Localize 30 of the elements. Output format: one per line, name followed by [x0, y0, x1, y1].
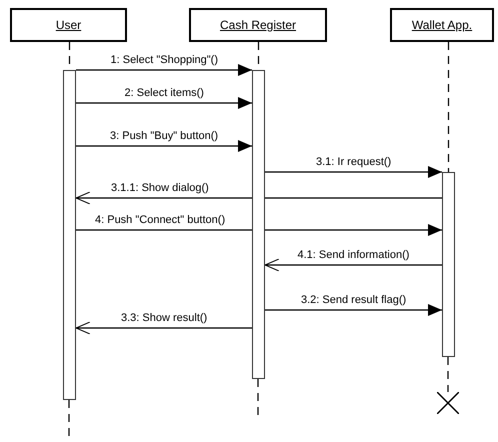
message-label: 1: Select "Shopping"()	[110, 54, 219, 67]
participant-box	[10, 8, 127, 42]
message-label: 3.1.1: Show dialog()	[110, 182, 210, 195]
message-label: 4.1: Send information()	[296, 249, 410, 262]
participant-name: Cash Register	[220, 18, 296, 32]
participant-box	[390, 8, 494, 42]
activation-bar	[252, 70, 265, 379]
lifeline	[447, 357, 449, 392]
participant-name: User	[56, 18, 82, 32]
message-label: 3: Push "Buy" button()	[109, 130, 220, 143]
message-label: 3.2: Send result flag()	[300, 294, 408, 307]
message-label: 2: Select items()	[124, 87, 205, 100]
message-label: 3.1: Ir request()	[315, 156, 392, 169]
message-arrow	[76, 97, 252, 109]
message-arrow	[76, 140, 252, 152]
message-arrow	[265, 304, 442, 316]
message-arrow	[265, 166, 442, 178]
message-label: 3.3: Show result()	[120, 312, 208, 325]
message-arrow	[76, 224, 442, 236]
lifeline	[448, 42, 450, 172]
activation-bar	[442, 172, 455, 357]
message-arrow	[76, 192, 442, 204]
message-label: 4: Push "Connect" button()	[94, 214, 226, 227]
activation-bar	[63, 70, 76, 400]
message-arrow	[76, 322, 252, 334]
participant-box	[189, 8, 327, 42]
destruction-mark	[437, 392, 459, 414]
message-arrow	[76, 64, 252, 76]
participant-name: Wallet App.	[412, 18, 472, 32]
message-arrow	[264, 258, 442, 272]
